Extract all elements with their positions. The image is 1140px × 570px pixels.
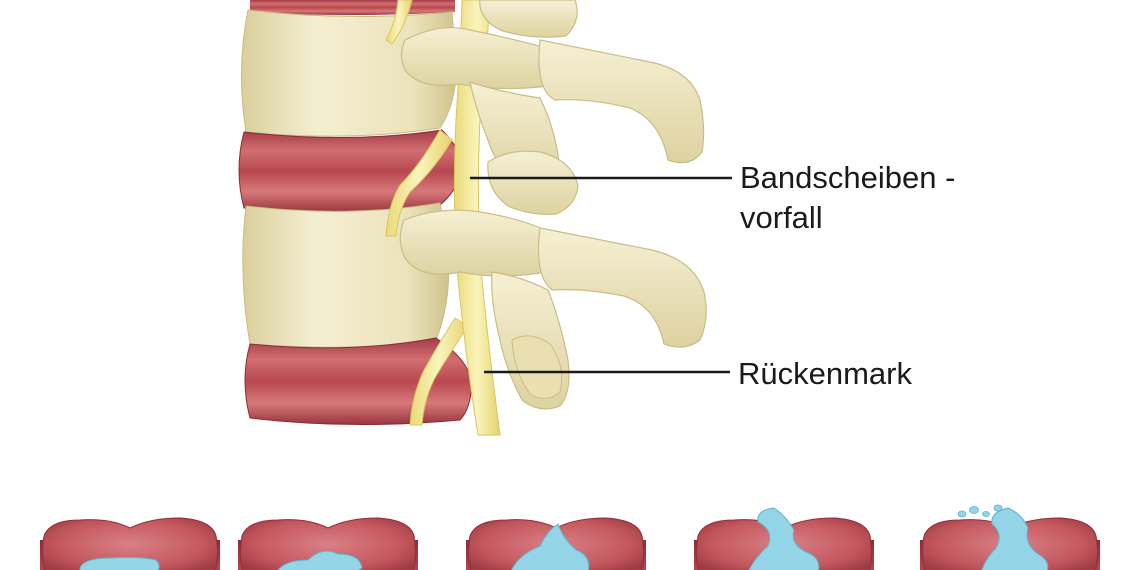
disc-stage-4	[694, 508, 874, 570]
spinous-process-lower	[539, 228, 707, 347]
nucleus-droplet	[970, 507, 979, 514]
disc-stage-5	[920, 505, 1100, 570]
nucleus-droplet	[983, 512, 990, 517]
label-disc-herniation-line1: Bandscheiben -	[740, 158, 955, 198]
label-spinal-cord: Rückenmark	[738, 354, 912, 394]
intervertebral-disc-top	[250, 0, 455, 15]
articular-process-top	[480, 0, 577, 37]
spinous-process-upper	[539, 40, 704, 163]
disc-stage-2	[238, 518, 418, 570]
nucleus-droplet	[994, 505, 1002, 511]
articular-process-middle	[488, 151, 578, 214]
disc-stage-1	[40, 518, 220, 570]
label-disc-herniation-line2: vorfall	[740, 198, 955, 238]
spine-column	[239, 0, 706, 435]
disc-stages-row	[40, 505, 1100, 570]
disc-stage-3	[466, 518, 646, 570]
nucleus-droplet	[958, 511, 966, 517]
pedicle-lower	[400, 210, 557, 276]
label-disc-herniation: Bandscheiben - vorfall	[740, 158, 955, 238]
